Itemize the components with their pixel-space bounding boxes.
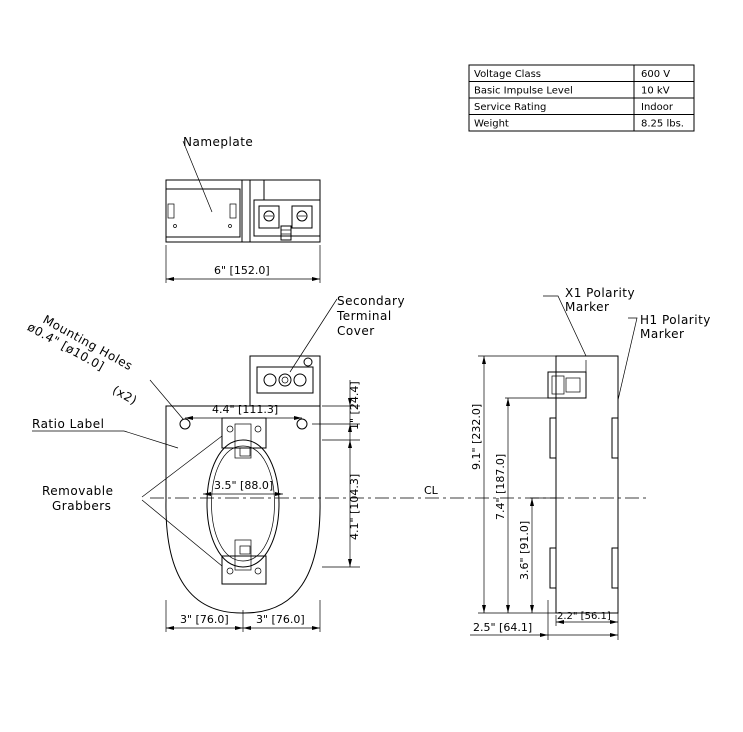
front-view: CL Secondary Terminal Cover Mounting Hol…	[25, 294, 650, 632]
centerline-label: CL	[424, 484, 439, 497]
h1-marker-line2: Marker	[640, 327, 684, 341]
nameplate-callout: Nameplate	[183, 135, 253, 149]
secondary-cover-line2: Terminal	[336, 309, 392, 323]
dim-upper-height: 7.4" [187.0]	[494, 454, 507, 520]
dim-top-offset: 1" [24.4]	[348, 381, 361, 430]
grabbers-line2: Grabbers	[52, 499, 111, 513]
side-view: X1 Polarity Marker H1 Polarity Marker 9.…	[470, 286, 711, 640]
ratio-label-callout: Ratio Label	[32, 417, 105, 431]
specs-table: Voltage Class 600 V Basic Impulse Level …	[468, 64, 695, 132]
dim-lower-height: 3.6" [91.0]	[518, 521, 531, 580]
spec-value-weight: 8.25 lbs.	[641, 119, 684, 130]
dim-window-height: 4.1" [104.3]	[348, 474, 361, 540]
dim-depth: 2.5" [64.1]	[473, 621, 532, 634]
nameplate-leader	[182, 140, 213, 213]
grabbers-line1: Removable	[42, 484, 114, 498]
spec-value-bil: 10 kV	[641, 86, 670, 97]
svg-text:(x2): (x2)	[110, 383, 140, 408]
spec-label-service: Service Rating	[474, 102, 546, 113]
x1-marker-line1: X1 Polarity	[565, 286, 635, 300]
dim-body-depth: 2.2" [56.1]	[557, 611, 611, 622]
dim-top-width: 6" [152.0]	[214, 264, 270, 277]
secondary-cover-line3: Cover	[337, 324, 375, 338]
mounting-holes-callout: Mounting Holes ø0.4" [ø10.0] (x2)	[25, 312, 140, 408]
top-view: Nameplate 6" [152.0]	[165, 135, 321, 283]
spec-label-bil: Basic Impulse Level	[474, 86, 573, 97]
spec-value-service: Indoor	[641, 102, 674, 113]
dim-window-width: 3.5" [88.0]	[214, 479, 273, 492]
x1-marker-line2: Marker	[565, 300, 609, 314]
dim-right-half: 3" [76.0]	[256, 613, 305, 626]
dim-hole-spacing: 4.4" [111.3]	[212, 403, 278, 416]
h1-marker-line1: H1 Polarity	[640, 313, 711, 327]
spec-value-voltage: 600 V	[641, 69, 670, 80]
spec-label-weight: Weight	[474, 119, 509, 130]
dim-total-height: 9.1" [232.0]	[470, 404, 483, 470]
secondary-cover-line1: Secondary	[337, 294, 405, 308]
dim-left-half: 3" [76.0]	[180, 613, 229, 626]
spec-label-voltage: Voltage Class	[474, 69, 541, 80]
